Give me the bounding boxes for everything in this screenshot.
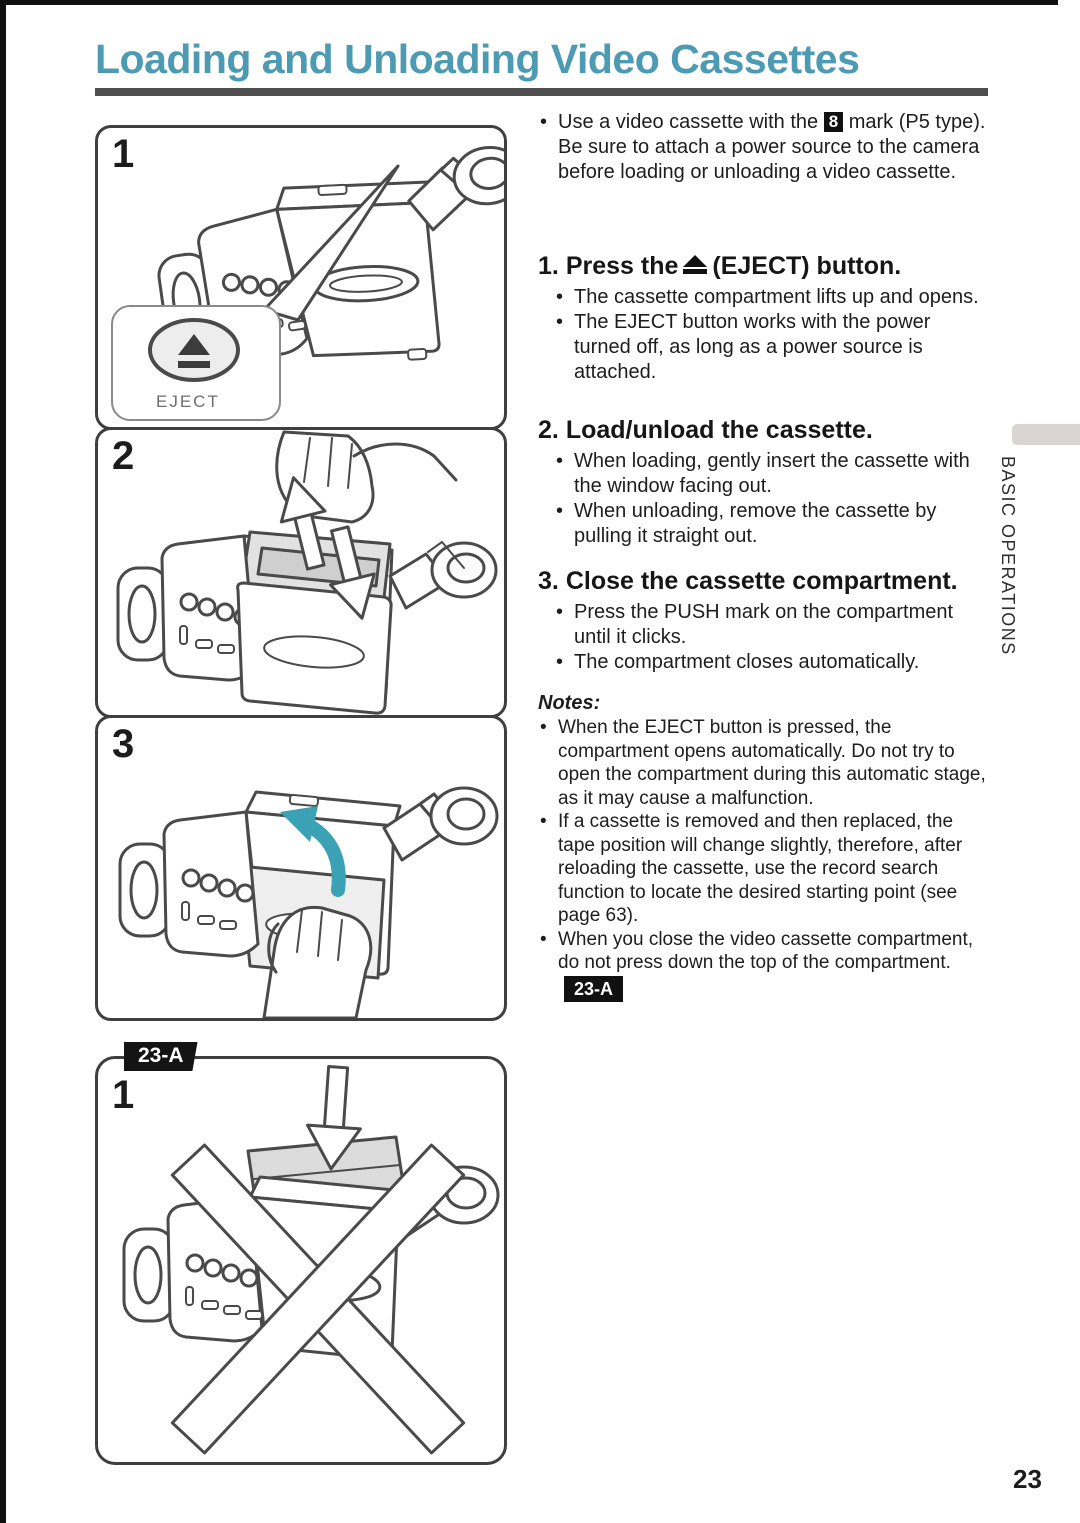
step-3-bullet: The compartment closes automatically. [554,650,990,675]
notes-heading: Notes: [538,692,601,714]
camcorder-load-illustration [116,430,498,715]
step-3-title: Close the cassette compartment. [565,567,958,595]
eject-button-label: EJECT [156,392,220,411]
step-1-heading: 1. Press the (EJECT) button. [538,251,990,282]
note-item-text: When you close the video cassette compar… [558,928,974,974]
section-tab-bar [1012,424,1080,445]
step-3-number: 3. [538,567,559,595]
note-item: When you close the video cassette compar… [538,928,990,1002]
page-number: 23 [1013,1464,1042,1494]
eject-symbol-icon [682,255,708,274]
step-2-bullet: When loading, gently insert the cassette… [554,449,990,499]
step-2-title: Load/unload the cassette. [565,416,873,444]
step-2-number: 2. [538,416,559,444]
page-title: Loading and Unloading Video Cassettes [95,36,860,82]
figure-number: 2 [112,434,135,478]
step-2-heading: 2. Load/unload the cassette. [538,415,990,446]
camcorder-warning-illustration [122,1064,500,1455]
figure-number: 1 [112,132,135,176]
step-3-heading: 3. Close the cassette compartment. [538,566,990,597]
intro-text-post: mark (P5 type). Be sure to attach a powe… [558,111,986,183]
note-item: If a cassette is removed and then replac… [538,810,990,928]
intro-bullet: Use a video cassette with the 8 mark (P5… [538,110,990,185]
figure-reference-tag: 23-A [124,1042,198,1071]
note-item: When the EJECT button is pressed, the co… [538,716,990,810]
step-1-bullet: The cassette compartment lifts up and op… [554,285,990,310]
step-2-bullet: When unloading, remove the cassette by p… [554,499,990,549]
step-load-unload: 2. Load/unload the cassette. When loadin… [538,415,990,549]
step-1-title-post: (EJECT) button. [712,252,902,280]
section-tab-label: BASIC OPERATIONS [998,456,1018,656]
figure-load-unload: 2 [95,427,507,718]
figure-number: 1 [112,1073,135,1117]
figure-reference-badge: 23-A [564,975,624,1002]
figure-close-compartment: 3 [95,715,507,1021]
intro-list: Use a video cassette with the 8 mark (P5… [538,110,990,185]
step-1-number: 1. [538,252,559,280]
figure-press-eject: 1 EJECT [95,125,507,430]
camcorder-eject-illustration [111,145,504,421]
title-underline [95,88,988,96]
intro-text-pre: Use a video cassette with the [558,111,824,133]
video8-mark-badge: 8 [823,112,844,132]
instructions-column: Use a video cassette with the 8 mark (P5… [538,110,990,1002]
step-press-eject: 1. Press the (EJECT) button. The cassette… [538,251,990,385]
notes-section: Notes: When the EJECT button is pressed,… [538,692,990,1002]
figure-number: 3 [112,722,135,766]
step-1-title-pre: Press the [565,252,679,280]
figure-23a-warning: 23-A 1 [95,1042,507,1465]
scan-edge-top [0,0,1058,5]
step-1-bullet: The EJECT button works with the power tu… [554,310,990,385]
scan-edge-left [0,0,6,1523]
step-close-compartment: 3. Close the cassette compartment. Press… [538,566,990,675]
step-3-bullet: Press the PUSH mark on the compartment u… [554,600,990,650]
camcorder-close-illustration [118,786,499,1018]
